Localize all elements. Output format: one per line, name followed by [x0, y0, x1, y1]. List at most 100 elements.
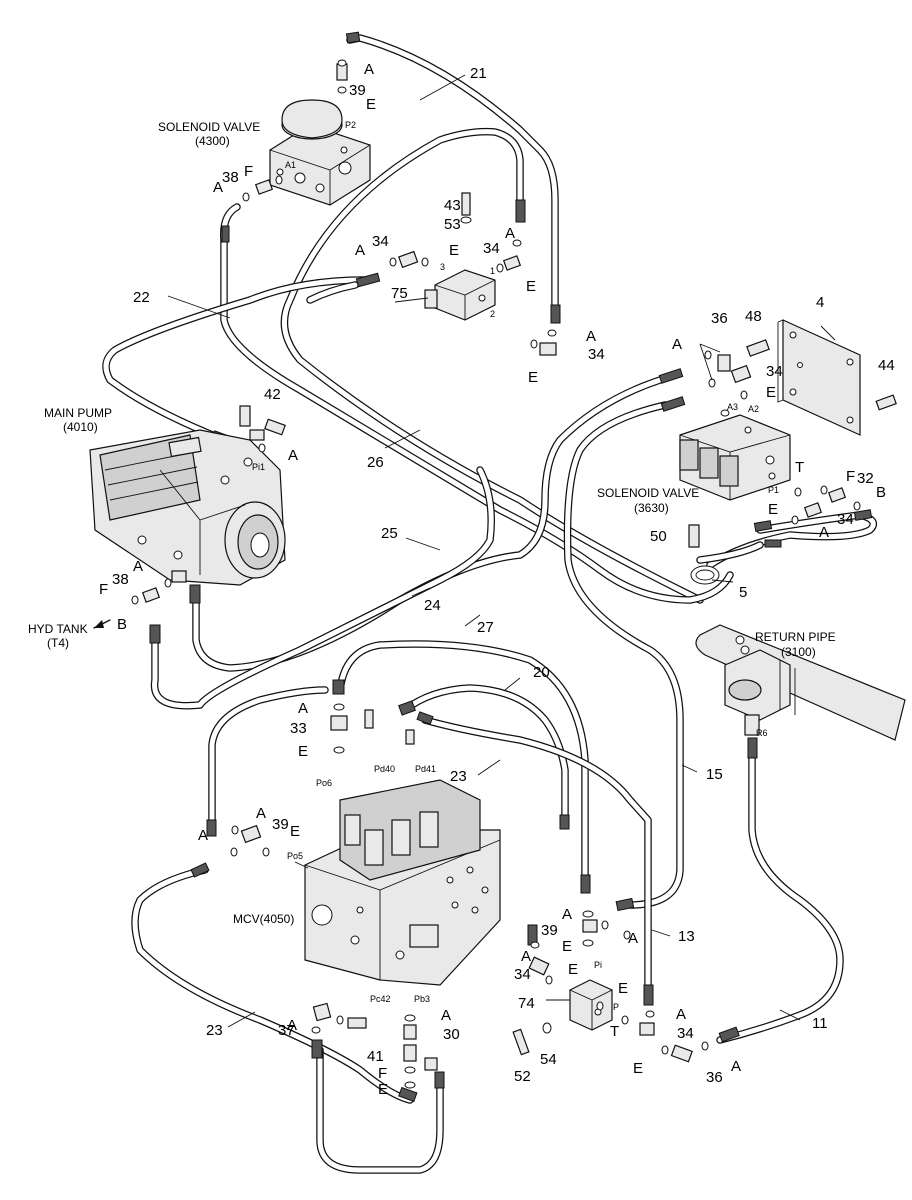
hose-15	[150, 466, 495, 710]
callout-52: 52	[514, 1068, 531, 1085]
hose-21	[346, 34, 559, 316]
mcv-label: MCV(4050)	[233, 912, 294, 926]
letter-f: F	[846, 468, 855, 485]
callout-33: 33	[290, 720, 307, 737]
callout-23-upper: 23	[450, 768, 467, 785]
leader-lines	[167, 74, 836, 1028]
return-pipe-label-1: RETURN PIPE	[755, 630, 836, 644]
solenoid-3630-label-2: (3630)	[634, 501, 669, 515]
port-a2: A2	[748, 404, 759, 414]
callout-75: 75	[391, 285, 408, 302]
solenoid-valve-4300: SOLENOID VALVE (4300)	[158, 99, 371, 206]
letter-a: A	[628, 930, 638, 947]
port-pb3: Pb3	[414, 994, 430, 1004]
callout-24: 24	[424, 597, 441, 614]
callout-21: 21	[470, 65, 487, 82]
letter-f: F	[378, 1065, 387, 1082]
letter-e: E	[526, 278, 536, 295]
letter-a: A	[731, 1058, 741, 1075]
callout-38-top: 38	[222, 169, 239, 186]
callout-27: 27	[477, 619, 494, 636]
letter-b: B	[117, 616, 127, 633]
callout-36-top: 36	[711, 310, 728, 327]
callout-37: 37	[278, 1022, 295, 1039]
letter-a: A	[819, 524, 829, 541]
port-p: P	[613, 1002, 619, 1012]
hyd-tank-label-1: HYD TANK	[28, 622, 88, 636]
hose-24	[192, 376, 664, 672]
letter-a: A	[288, 447, 298, 464]
callout-11: 11	[812, 1015, 828, 1032]
callout-39-right: 39	[541, 922, 558, 939]
letter-f: F	[99, 581, 108, 598]
letter-e: E	[366, 96, 376, 113]
callout-41: 41	[367, 1048, 384, 1065]
port-2: 2	[490, 309, 495, 319]
return-pipe-label-2: (3100)	[781, 645, 816, 659]
letter-labels: A E A F A E A E A E A E A T F B E A A F …	[99, 61, 886, 1098]
port-pd40: Pd40	[374, 764, 395, 774]
callout-39-mcv: 39	[272, 816, 289, 833]
port-p1: P1	[768, 485, 779, 495]
hyd-tank: HYD TANK (T4)	[28, 619, 111, 650]
callout-34-left: 34	[372, 233, 389, 250]
hose-26	[280, 127, 704, 604]
hose-11	[716, 741, 844, 1044]
letter-b: B	[876, 484, 886, 501]
clamp-5	[690, 565, 720, 585]
hose-22	[220, 203, 734, 604]
letter-a: A	[521, 948, 531, 965]
letter-a: A	[298, 700, 308, 717]
letter-e: E	[378, 1081, 388, 1098]
port-pd41: Pd41	[415, 764, 436, 774]
letter-a: A	[562, 906, 572, 923]
letter-e: E	[568, 961, 578, 978]
solenoid-valve-3630: SOLENOID VALVE (3630)	[597, 414, 791, 515]
callout-43: 43	[444, 197, 461, 214]
callout-42: 42	[264, 386, 281, 403]
letter-a: A	[256, 805, 266, 822]
port-po5: Po5	[287, 851, 303, 861]
hose-bottom-loop	[316, 1046, 444, 1174]
hoses	[102, 34, 878, 1174]
port-pi: Pi	[594, 960, 602, 970]
callout-20: 20	[533, 664, 550, 681]
port-1: 1	[490, 266, 495, 276]
letter-a: A	[213, 179, 223, 196]
callout-26: 26	[367, 454, 384, 471]
letter-a: A	[586, 328, 596, 345]
callout-54: 54	[540, 1051, 557, 1068]
solenoid-3630-label-1: SOLENOID VALVE	[597, 486, 699, 500]
hose-23-upper	[401, 684, 569, 824]
letter-e: E	[528, 369, 538, 386]
letter-e: E	[562, 938, 572, 955]
callout-15: 15	[706, 766, 723, 783]
callout-34-right: 34	[483, 240, 500, 257]
letter-t: T	[610, 1023, 619, 1040]
callouts: 21 39 22 38 43 53 34 34 34 75 4 36 48 34…	[112, 65, 895, 1086]
callout-34-74: 34	[514, 966, 531, 983]
fittings	[131, 59, 897, 1089]
block-75	[424, 269, 496, 321]
callout-36-bottom: 36	[706, 1069, 723, 1086]
callout-48: 48	[745, 308, 762, 325]
port-r6: R6	[756, 728, 768, 738]
hose-23-lower	[131, 686, 414, 1104]
callout-30: 30	[443, 1026, 460, 1043]
port-pc42: Pc42	[370, 994, 391, 1004]
callout-50: 50	[650, 528, 667, 545]
letter-e: E	[449, 242, 459, 259]
letter-a: A	[355, 242, 365, 259]
callout-53: 53	[444, 216, 461, 233]
letter-f: F	[244, 163, 253, 180]
hose-pair-5	[696, 541, 764, 564]
callout-38-left: 38	[112, 571, 129, 588]
callout-34-plate: 34	[766, 363, 783, 380]
port-pi1: Pi1	[252, 462, 265, 472]
letter-a: A	[672, 336, 682, 353]
plate-4	[777, 319, 861, 436]
port-labels: P2 A1 Pi1 A3 A2 P1 R6 Po6 Pd40 Pd41 Po5 …	[252, 120, 779, 1012]
port-a3: A3	[727, 402, 738, 412]
callout-4: 4	[816, 294, 824, 311]
solenoid-4300-label-1: SOLENOID VALVE	[158, 120, 260, 134]
